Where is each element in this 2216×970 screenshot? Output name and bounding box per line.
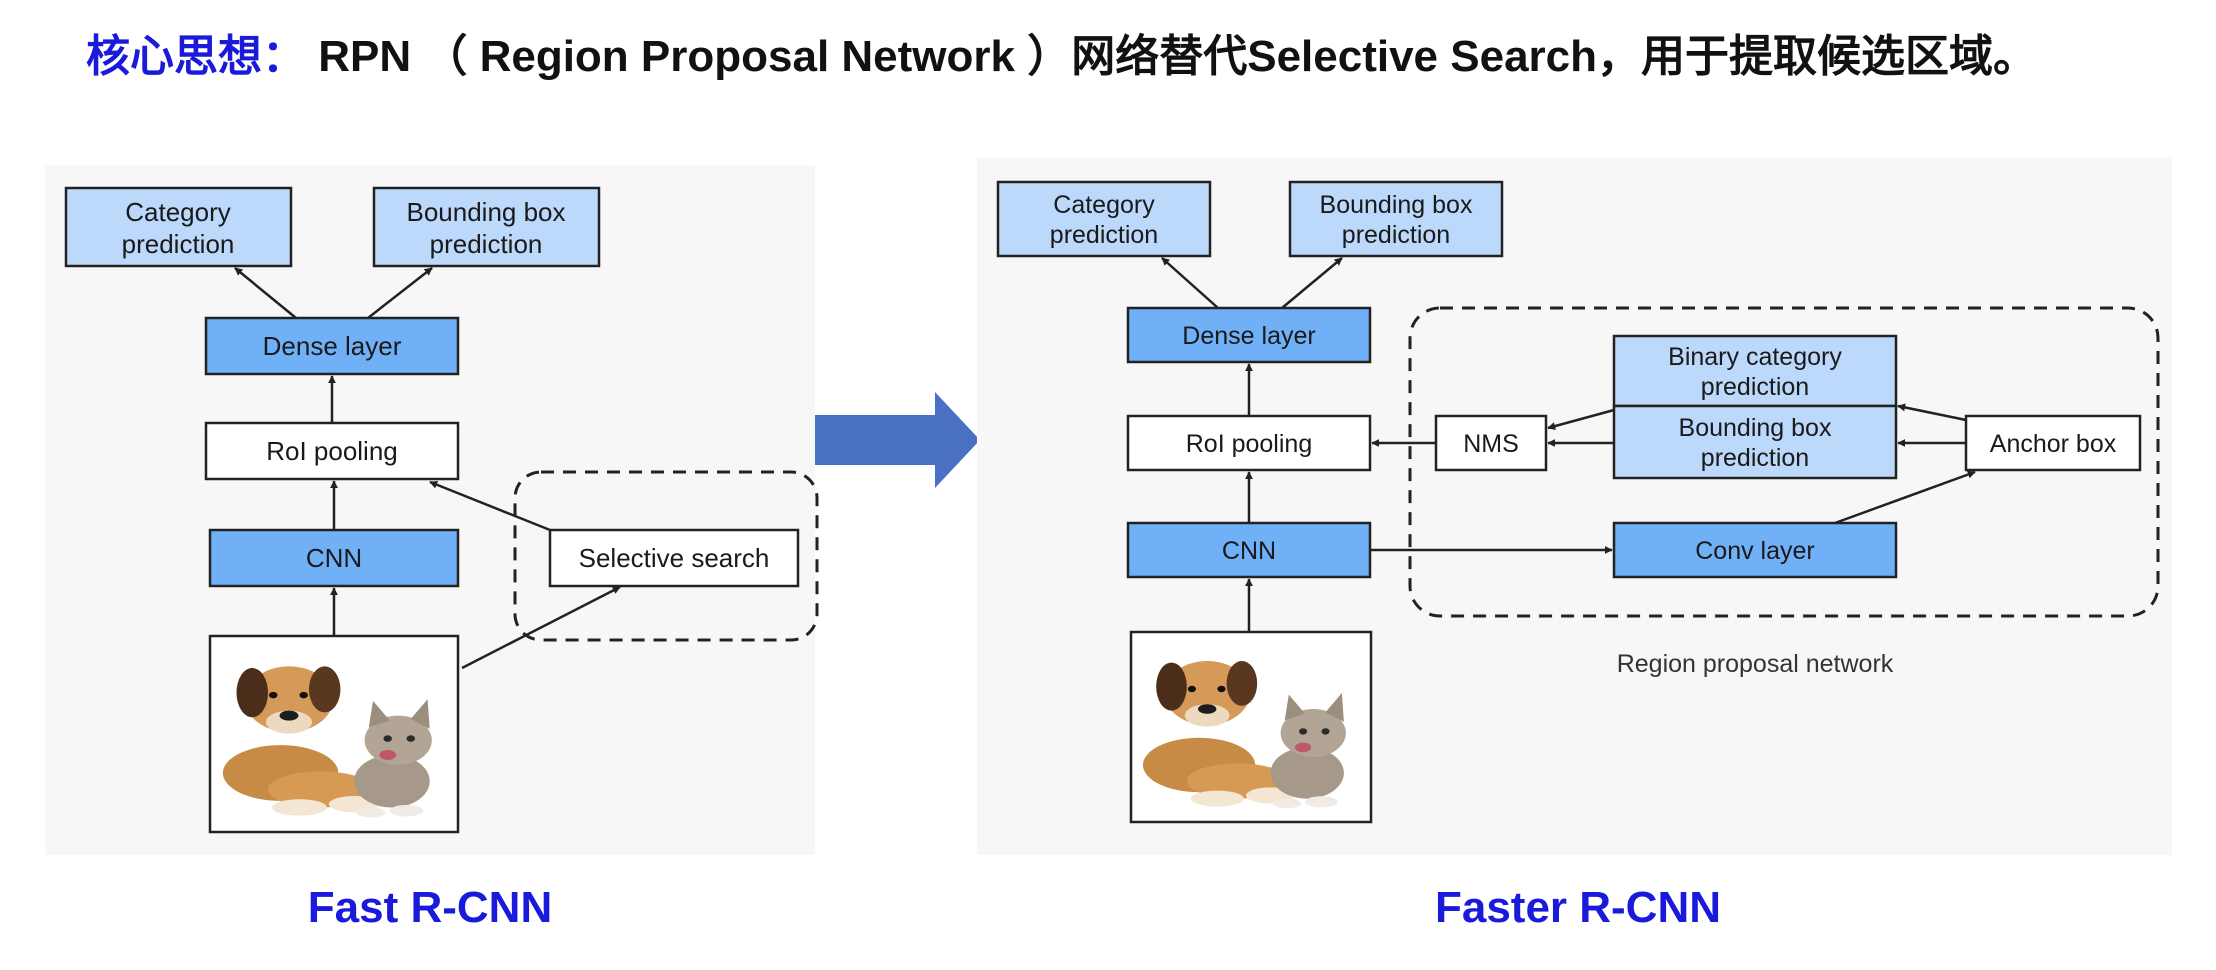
fast-category-box <box>64 186 293 268</box>
nms-box <box>1434 414 1548 472</box>
rpn-bbox-line1: Bounding box <box>1679 414 1832 442</box>
fast-selective-label: Selective search <box>579 543 770 573</box>
faster-category-line1: Category <box>1053 191 1155 219</box>
binary-category-box <box>1612 334 1898 408</box>
faster-bbox-box <box>1288 180 1504 258</box>
anchor-box-box <box>1964 414 2142 472</box>
region-proposal-network-label: Region proposal network <box>1617 650 1894 678</box>
headline-key: 核心思想： <box>86 32 306 81</box>
fast-selective-box <box>548 528 800 588</box>
binary-category-line2: prediction <box>1701 373 1809 401</box>
headline-text: RPN （ Region Proposal Network ）网络替代Selec… <box>318 32 2038 81</box>
binary-category-line1: Binary category <box>1668 343 1842 371</box>
faster-cnn-label: CNN <box>1222 537 1276 565</box>
rpn-bbox-box <box>1612 404 1898 480</box>
region-proposal-network-dashed-region <box>1408 306 2160 618</box>
fast-roi-label: RoI pooling <box>266 436 398 466</box>
rpn-bbox-line2: prediction <box>1701 444 1809 472</box>
fast-bbox-line1: Bounding box <box>406 197 565 227</box>
nms-label: NMS <box>1463 430 1519 458</box>
fast-edges <box>234 267 621 670</box>
faster-dense-box <box>1126 306 1372 364</box>
faster-roi-label: RoI pooling <box>1186 430 1312 458</box>
fast-cnn-label: CNN <box>306 543 362 573</box>
faster-bbox-line1: Bounding box <box>1320 191 1473 219</box>
fast-bbox-line2: prediction <box>430 229 543 259</box>
headline: 核心思想： RPN （ Region Proposal Network ）网络替… <box>86 20 2037 84</box>
faster-image-box <box>1129 630 1373 824</box>
faster-rcnn-caption: Faster R-CNN <box>1435 883 1721 932</box>
conv-layer-label: Conv layer <box>1695 537 1815 565</box>
conv-layer-box <box>1612 521 1898 579</box>
fast-rcnn-caption: Fast R-CNN <box>308 883 552 932</box>
fast-image-box <box>208 634 460 834</box>
fast-dense-label: Dense layer <box>263 331 402 361</box>
fast-category-line1: Category <box>125 197 231 227</box>
faster-category-box <box>996 180 1212 258</box>
fast-selective-dashed-region <box>513 470 819 642</box>
faster-category-line2: prediction <box>1050 221 1158 249</box>
anchor-box-label: Anchor box <box>1990 430 2117 458</box>
faster-edges <box>1161 257 1976 632</box>
right-arrow-icon <box>815 392 980 488</box>
fast-category-line2: prediction <box>122 229 235 259</box>
fast-bbox-box <box>372 186 601 268</box>
fast-roi-box <box>204 421 460 481</box>
faster-dense-label: Dense layer <box>1182 322 1315 350</box>
faster-roi-box <box>1126 414 1372 472</box>
faster-bbox-line2: prediction <box>1342 221 1450 249</box>
fast-dense-box <box>204 316 460 376</box>
